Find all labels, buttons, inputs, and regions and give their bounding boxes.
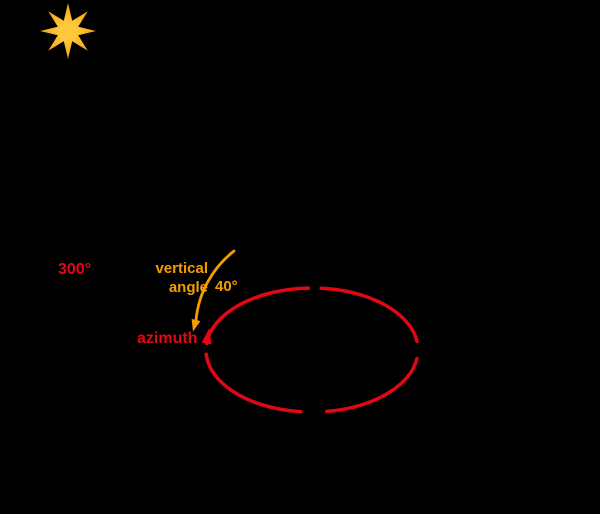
vertical-angle-arrowhead [191,318,201,332]
horizon-ellipse-arc-bottom-left [204,352,303,414]
azimuth-label: azimuth [137,330,198,347]
vertical-angle-arc [194,249,236,322]
horizon-ellipse-arc-top-left [204,286,311,346]
azimuth-arrowhead [201,327,212,345]
vertical-angle-value-label: 40° [215,278,238,295]
azimuth-value-label: 300° [58,261,92,278]
horizon-ellipse-arc-top-right [319,286,419,344]
sun-icon [40,3,96,59]
horizon-ellipse-arc-bottom-right [325,356,419,414]
vertical-angle-label-line2: angle [168,279,208,296]
vertical-angle-label: vertical angle [148,259,208,297]
vertical-angle-label-line1: vertical [155,260,208,277]
